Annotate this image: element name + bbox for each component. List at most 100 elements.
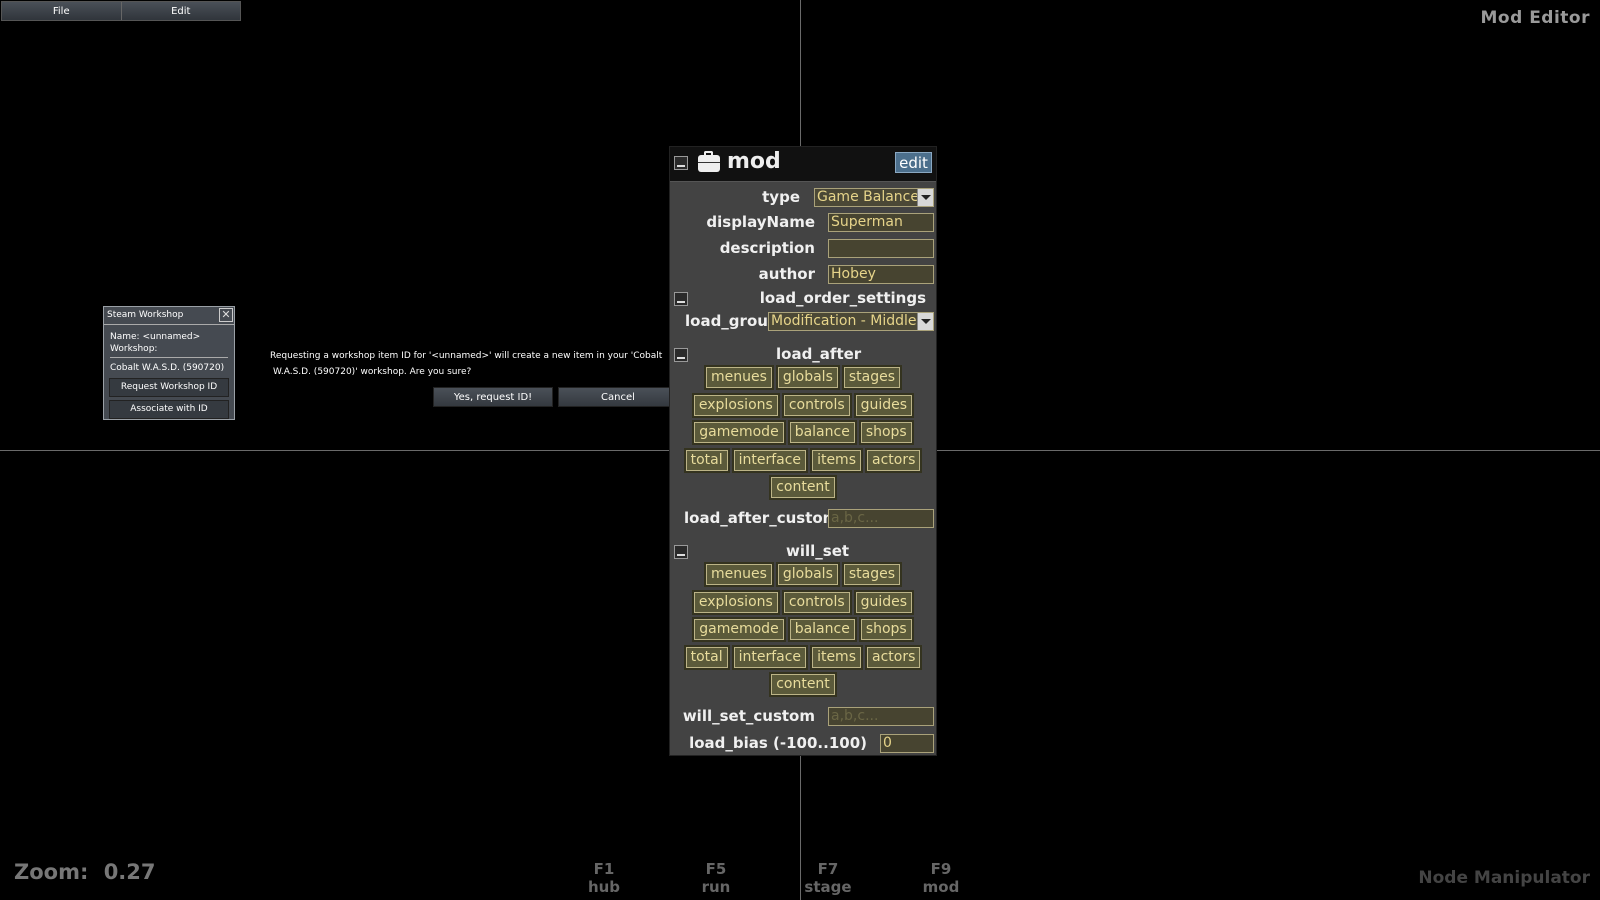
load-after-tag[interactable]: total: [683, 447, 730, 473]
load-after-tag[interactable]: guides: [853, 392, 915, 418]
steam-workshop-window: Steam Workshop ✕ Name: <unnamed> Worksho…: [103, 306, 235, 420]
fkey-hub[interactable]: F1 hub: [564, 860, 644, 896]
fkey-label: run: [701, 878, 731, 896]
fkey-key: F7: [817, 860, 839, 878]
menu-file[interactable]: File: [52, 6, 70, 17]
will-set-tag[interactable]: controls: [781, 589, 852, 615]
load-group-value: Modification - Middle: [771, 313, 917, 329]
load-after-tag[interactable]: stages: [841, 365, 903, 390]
load-after-tag[interactable]: shops: [858, 420, 914, 445]
load-bias-label: load_bias (-100..100): [689, 734, 867, 752]
load-after-tag[interactable]: items: [810, 447, 863, 473]
workshop-window-title: Steam Workshop: [107, 310, 184, 320]
type-label: type: [762, 188, 800, 206]
will-set-tag[interactable]: actors: [864, 644, 923, 670]
will-set-tag[interactable]: balance: [787, 617, 857, 642]
menu-edit[interactable]: Edit: [120, 2, 241, 20]
will-set-tag[interactable]: items: [810, 644, 863, 670]
workshop-window-titlebar: Steam Workshop ✕: [104, 307, 234, 325]
app-title: Mod Editor: [1480, 8, 1590, 28]
author-field[interactable]: Hobey: [828, 265, 934, 284]
display-name-field[interactable]: Superman: [828, 213, 934, 232]
load-after-tag[interactable]: interface: [731, 447, 809, 473]
load-order-settings-title: load_order_settings: [759, 289, 926, 307]
collapse-load-after-toggle[interactable]: [674, 348, 688, 362]
will-set-custom-field[interactable]: a,b,c...: [828, 707, 934, 726]
fkey-key: F5: [705, 860, 727, 878]
load-after-tag[interactable]: actors: [864, 447, 923, 473]
confirm-message-line1: Requesting a workshop item ID for '<unna…: [270, 351, 663, 361]
load-after-tag[interactable]: controls: [781, 392, 852, 418]
workshop-value: Cobalt W.A.S.D. (590720): [110, 363, 225, 373]
collapse-node-toggle[interactable]: [674, 156, 688, 170]
will-set-tag[interactable]: interface: [731, 644, 809, 670]
cancel-button[interactable]: Cancel: [558, 387, 678, 407]
will-set-tag[interactable]: content: [769, 672, 837, 697]
fkey-key: F9: [930, 860, 952, 878]
load-after-custom-field[interactable]: a,b,c...: [828, 509, 934, 528]
will-set-title: will_set: [786, 542, 850, 560]
mod-node-panel: mod edit type Game Balance displayName S…: [669, 146, 937, 756]
load-after-tag-row: content: [670, 475, 936, 500]
will-set-custom-label: will_set_custom: [682, 707, 815, 725]
confirm-message: Requesting a workshop item ID for '<unna…: [270, 348, 675, 380]
load-bias-field[interactable]: 0: [880, 734, 934, 753]
fkey-label: mod: [922, 878, 960, 896]
chevron-down-icon: [917, 189, 933, 206]
fkey-stage[interactable]: F7 stage: [788, 860, 868, 896]
collapse-load-order-toggle[interactable]: [674, 292, 688, 306]
fkey-key: F1: [593, 860, 615, 878]
display-name-label: displayName: [706, 213, 815, 231]
will-set-tag[interactable]: guides: [853, 589, 915, 615]
workshop-label: Workshop:: [110, 344, 158, 354]
load-after-title: load_after: [776, 345, 862, 363]
close-icon[interactable]: ✕: [219, 308, 233, 322]
yes-request-id-button[interactable]: Yes, request ID!: [433, 387, 553, 407]
will-set-tag[interactable]: explosions: [691, 589, 780, 615]
fkey-label: hub: [587, 878, 621, 896]
will-set-tag[interactable]: menues: [703, 562, 774, 587]
will-set-tag-row: content: [670, 672, 936, 697]
will-set-tag[interactable]: shops: [858, 617, 914, 642]
associate-with-id-button[interactable]: Associate with ID: [109, 400, 229, 419]
will-set-tag[interactable]: total: [683, 644, 730, 670]
load-after-tag[interactable]: gamemode: [692, 420, 786, 445]
will-set-tag[interactable]: globals: [775, 562, 840, 587]
confirm-message-line2: W.A.S.D. (590720)' workshop. Are you sur…: [273, 367, 472, 377]
fkey-run[interactable]: F5 run: [676, 860, 756, 896]
workshop-item-name: Name: <unnamed>: [110, 332, 201, 342]
load-after-tag[interactable]: content: [769, 475, 837, 500]
zoom-readout: Zoom: 0.27: [14, 860, 156, 884]
request-workshop-id-button[interactable]: Request Workshop ID: [109, 378, 229, 397]
will-set-tag[interactable]: stages: [841, 562, 903, 587]
function-key-bar: F1 hub F5 run F7 stage F9 mod: [0, 860, 1600, 900]
type-dropdown[interactable]: Game Balance: [814, 188, 934, 207]
load-group-label: load_group: [685, 312, 779, 330]
load-after-tag[interactable]: explosions: [691, 392, 780, 418]
zoom-value: 0.27: [103, 860, 156, 884]
will-set-tag[interactable]: gamemode: [692, 617, 786, 642]
load-after-tag[interactable]: balance: [787, 420, 857, 445]
author-label: author: [758, 265, 815, 283]
load-after-tag[interactable]: menues: [703, 365, 774, 390]
node-title: mod: [727, 149, 781, 174]
description-field[interactable]: [828, 239, 934, 258]
mode-name: Node Manipulator: [1418, 868, 1590, 888]
load-after-custom-label: load_after_custom: [684, 509, 839, 527]
fkey-label: stage: [804, 878, 852, 896]
briefcase-icon: [698, 151, 720, 172]
edit-button[interactable]: edit: [895, 152, 932, 173]
load-group-dropdown[interactable]: Modification - Middle: [768, 312, 934, 331]
chevron-down-icon: [917, 313, 933, 330]
collapse-will-set-toggle[interactable]: [674, 545, 688, 559]
type-value: Game Balance: [817, 189, 919, 205]
divider: [110, 357, 228, 358]
fkey-mod[interactable]: F9 mod: [901, 860, 981, 896]
load-after-tag[interactable]: globals: [775, 365, 840, 390]
